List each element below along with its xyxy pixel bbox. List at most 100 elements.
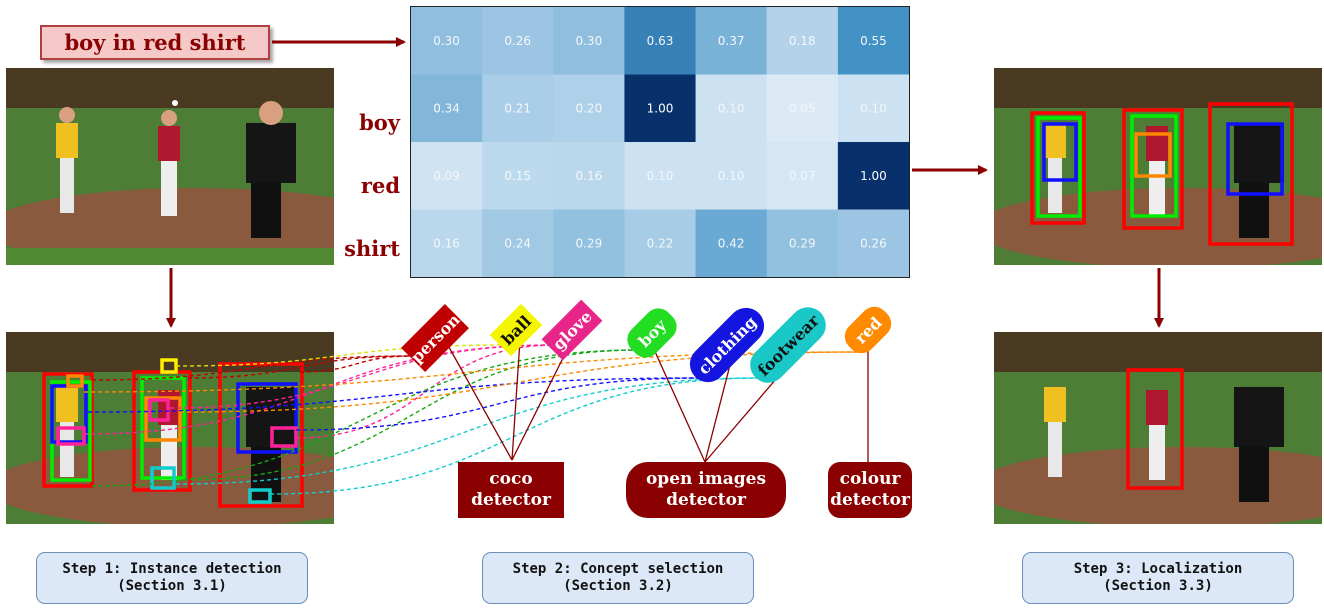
heatmap-cell bbox=[624, 74, 697, 143]
heatmap-cell bbox=[553, 74, 625, 143]
dashed-link bbox=[269, 377, 761, 495]
heatmap-value: 0.37 bbox=[718, 34, 745, 48]
heatmap-value: 0.10 bbox=[860, 101, 887, 115]
heatmap-value: 0.29 bbox=[575, 236, 602, 250]
concept-tag-boy: boy bbox=[627, 308, 677, 358]
heatmap-cell bbox=[695, 7, 768, 75]
colour-detector-line1: colour bbox=[839, 469, 901, 489]
row-label-boy: boy bbox=[359, 110, 400, 135]
heatmap-value: 0.10 bbox=[718, 169, 745, 183]
heatmap-cell bbox=[482, 74, 554, 143]
heatmap-value: 0.30 bbox=[575, 34, 602, 48]
coco-detector: coco detector bbox=[458, 462, 564, 518]
heatmap-cell bbox=[482, 7, 554, 75]
dashed-link bbox=[87, 377, 701, 413]
heatmap-cell bbox=[411, 142, 483, 210]
step-1-box: Step 1: Instance detection (Section 3.1) bbox=[36, 552, 308, 604]
step-3-box: Step 3: Localization (Section 3.3) bbox=[1022, 552, 1294, 604]
heatmap-value: 0.22 bbox=[647, 236, 674, 250]
heatmap-cell bbox=[624, 7, 697, 75]
heatmap-value: 0.18 bbox=[789, 34, 816, 48]
heatmap-value: 0.34 bbox=[433, 101, 460, 115]
heatmap-cell bbox=[624, 142, 697, 210]
heatmap-cell bbox=[695, 209, 768, 278]
step-2-title: Step 2: Concept selection bbox=[512, 561, 724, 577]
dashed-link bbox=[91, 355, 413, 381]
heatmap-value: 0.24 bbox=[504, 236, 531, 250]
heatmap-cell bbox=[837, 74, 910, 143]
heatmap-cell bbox=[766, 74, 839, 143]
row-label-shirt: shirt bbox=[344, 236, 400, 261]
heatmap-cell bbox=[482, 209, 554, 278]
heatmap-value: 0.05 bbox=[789, 101, 816, 115]
heatmap-cell bbox=[766, 142, 839, 210]
heatmap-cell bbox=[482, 142, 554, 210]
heatmap-cell bbox=[695, 74, 768, 143]
detector-links bbox=[444, 339, 869, 463]
heatmap-value: 0.26 bbox=[860, 236, 887, 250]
heatmap-value: 0.42 bbox=[718, 236, 745, 250]
localized-box bbox=[994, 332, 1322, 524]
heatmap-value: 0.30 bbox=[433, 34, 460, 48]
concept-tag-ball: ball bbox=[489, 303, 543, 357]
coco-detector-line1: coco bbox=[489, 469, 533, 489]
heatmap-cell bbox=[837, 209, 910, 278]
heatmap-value: 0.55 bbox=[860, 34, 887, 48]
baseball-scene-image bbox=[6, 68, 334, 265]
open-images-detector-line2: detector bbox=[666, 490, 746, 510]
localized-photo bbox=[994, 332, 1322, 524]
heatmap-value: 1.00 bbox=[647, 101, 674, 115]
query-box: boy in red shirt bbox=[40, 25, 270, 60]
heatmap-value: 0.63 bbox=[647, 34, 674, 48]
colour-detector: colour detector bbox=[828, 462, 912, 518]
heatmap-cell bbox=[553, 7, 625, 75]
heatmap-cell bbox=[837, 142, 910, 210]
heatmap-cell bbox=[695, 142, 768, 210]
heatmap-value: 0.10 bbox=[718, 101, 745, 115]
heatmap-value: 0.07 bbox=[789, 169, 816, 183]
heatmap-border bbox=[410, 6, 910, 278]
dashed-link bbox=[83, 351, 861, 393]
concept-tag-glove: glove bbox=[541, 299, 603, 361]
heatmap-value: 0.09 bbox=[433, 169, 460, 183]
dashed-link bbox=[299, 355, 413, 373]
dashed-link bbox=[169, 344, 557, 409]
colour-detector-line2: detector bbox=[830, 490, 910, 510]
heatmap-cell bbox=[766, 209, 839, 278]
heatmap-cell bbox=[553, 142, 625, 210]
heatmap-value: 0.20 bbox=[575, 101, 602, 115]
step-1-section: (Section 3.1) bbox=[117, 578, 227, 594]
dashed-link bbox=[175, 377, 761, 485]
heatmap-cell bbox=[411, 7, 483, 75]
heatmap-cell bbox=[553, 209, 625, 278]
open-images-detector: open images detector bbox=[626, 462, 786, 518]
dashed-link bbox=[175, 344, 506, 367]
instance-concept-links bbox=[83, 344, 861, 495]
heatmap-cell bbox=[766, 7, 839, 75]
heatmap-value: 0.15 bbox=[504, 169, 531, 183]
heatmap-value: 0.16 bbox=[433, 236, 460, 250]
dashed-link bbox=[91, 349, 641, 487]
input-photo bbox=[6, 68, 334, 265]
open-images-detector-line1: open images bbox=[645, 469, 767, 489]
heatmap-value: 0.21 bbox=[504, 101, 531, 115]
dashed-link bbox=[83, 344, 557, 435]
dashed-link bbox=[183, 349, 641, 481]
heatmap-value: 0.16 bbox=[575, 169, 602, 183]
query-text: boy in red shirt bbox=[64, 30, 246, 55]
step-1-title: Step 1: Instance detection bbox=[62, 561, 282, 577]
selected-concept-boxes bbox=[994, 68, 1322, 265]
heatmap-cell bbox=[411, 74, 483, 143]
row-label-red: red bbox=[360, 173, 400, 198]
step-2-section: (Section 3.2) bbox=[563, 578, 673, 594]
coco-detector-line2: detector bbox=[471, 490, 551, 510]
dashed-link bbox=[295, 377, 701, 431]
heatmap-value: 0.10 bbox=[647, 169, 674, 183]
heatmap-cell bbox=[837, 7, 910, 75]
final-photo bbox=[994, 68, 1322, 265]
similarity-heatmap: 0.30 0.26 0.30 0.63 0.37 0.18 0.55 0.34 0.21 0.20… bbox=[410, 6, 910, 278]
step-3-section: (Section 3.3) bbox=[1103, 578, 1213, 594]
dashed-link bbox=[187, 355, 413, 379]
heatmap-value: 1.00 bbox=[860, 169, 887, 183]
